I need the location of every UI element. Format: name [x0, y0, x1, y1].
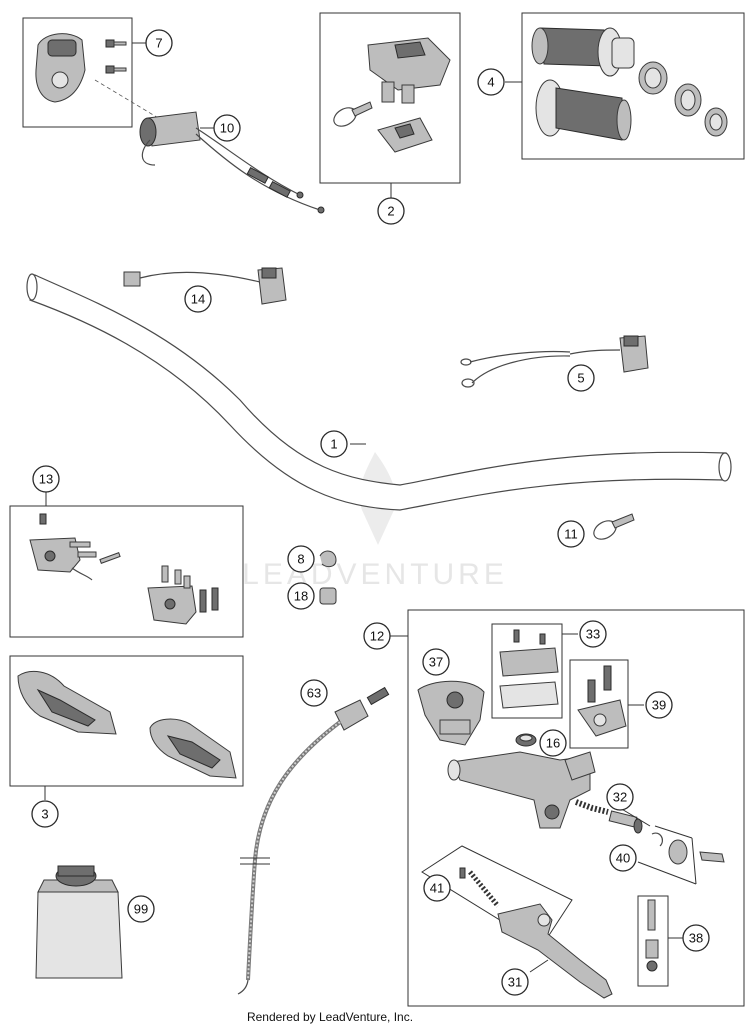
grip-rings	[638, 61, 728, 137]
svg-text:10: 10	[220, 121, 234, 136]
reservoir-cover	[499, 629, 559, 709]
handlebar-end	[26, 273, 38, 301]
svg-text:31: 31	[508, 975, 522, 990]
callout-4: 4	[477, 68, 505, 96]
handguard-mount-left	[29, 513, 121, 581]
bleed-nipple-cap	[515, 733, 537, 747]
callout-37: 37	[422, 648, 450, 676]
svg-text:3: 3	[41, 807, 48, 822]
clutch-master-cylinder	[447, 751, 596, 829]
callout-31: 31	[501, 968, 529, 996]
callout-11: 11	[557, 520, 585, 548]
pivot-bolt-kit	[645, 899, 659, 972]
callout-5: 5	[567, 364, 595, 392]
svg-text:11: 11	[564, 527, 578, 542]
svg-text:40: 40	[616, 851, 630, 866]
callout-33: 33	[579, 620, 607, 648]
switch-cable	[460, 335, 649, 388]
svg-text:16: 16	[546, 736, 560, 751]
handlebar-end	[718, 452, 732, 482]
cable-tie	[333, 101, 373, 127]
grip-right	[535, 79, 632, 141]
box-part-13	[9, 505, 244, 638]
box-part-12	[407, 609, 745, 1007]
callout-18: 18	[287, 582, 315, 610]
svg-text:13: 13	[39, 472, 53, 487]
box-part-2	[319, 12, 461, 184]
svg-text:39: 39	[652, 698, 666, 713]
svg-text:12: 12	[370, 629, 384, 644]
svg-text:18: 18	[294, 589, 308, 604]
lever-pin-spring	[459, 867, 500, 908]
svg-text:41: 41	[430, 881, 444, 896]
callout-2: 2	[377, 197, 405, 225]
switch-bracket	[377, 117, 433, 153]
throttle-housing	[35, 33, 86, 103]
svg-text:32: 32	[613, 790, 627, 805]
callout-8: 8	[287, 545, 315, 573]
callout-40: 40	[609, 844, 637, 872]
callout-3: 3	[31, 800, 59, 828]
callout-1: 1	[320, 430, 348, 458]
box-part-39	[569, 659, 629, 749]
cable-tie-11	[593, 513, 635, 540]
throttle-grip-assembly	[139, 111, 325, 214]
handguard-right	[149, 718, 237, 779]
box-part-4	[521, 12, 745, 160]
box-part-33	[491, 623, 563, 719]
callout-99: 99	[127, 895, 155, 923]
grip-left	[531, 27, 635, 77]
svg-text:2: 2	[387, 204, 394, 219]
switch-unit	[367, 37, 451, 104]
svg-text:5: 5	[577, 371, 584, 386]
callout-13: 13	[32, 465, 60, 493]
clamp-bracket	[577, 665, 627, 737]
footer-credit: Rendered by LeadVenture, Inc.	[246, 1010, 414, 1024]
callout-39: 39	[645, 691, 673, 719]
pushrod-kit	[651, 832, 725, 865]
callout-14: 14	[184, 285, 212, 313]
svg-text:63: 63	[307, 686, 321, 701]
svg-text:99: 99	[134, 902, 148, 917]
svg-text:4: 4	[487, 75, 494, 90]
small-clip	[319, 550, 337, 568]
box-part-3	[9, 655, 244, 787]
callout-32: 32	[606, 783, 634, 811]
callout-38: 38	[682, 924, 710, 952]
callout-41: 41	[423, 874, 451, 902]
callout-10: 10	[213, 114, 241, 142]
handguard-left	[17, 670, 117, 735]
svg-text:38: 38	[689, 931, 703, 946]
clutch-lever	[497, 903, 613, 999]
small-block	[319, 587, 337, 605]
handguard-mount-right	[147, 565, 219, 625]
housing-screws	[105, 39, 127, 74]
callout-7: 7	[145, 29, 173, 57]
watermark-text: LEADVENTURE	[242, 558, 508, 591]
piston-spring	[574, 799, 643, 834]
svg-text:14: 14	[191, 292, 205, 307]
svg-text:33: 33	[586, 627, 600, 642]
kill-switch-cable	[123, 267, 287, 305]
svg-text:1: 1	[330, 437, 337, 452]
svg-text:8: 8	[297, 552, 304, 567]
master-cylinder-cover	[417, 680, 485, 746]
box-part-7	[22, 17, 133, 128]
box-part-38	[637, 895, 669, 987]
watermark: LEADVENTURE	[242, 452, 508, 591]
oil-bottle	[35, 865, 123, 979]
callout-12: 12	[363, 622, 391, 650]
callout-16: 16	[539, 729, 567, 757]
callout-63: 63	[300, 679, 328, 707]
svg-text:37: 37	[429, 655, 443, 670]
clutch-hose	[237, 686, 390, 995]
svg-text:7: 7	[155, 36, 162, 51]
